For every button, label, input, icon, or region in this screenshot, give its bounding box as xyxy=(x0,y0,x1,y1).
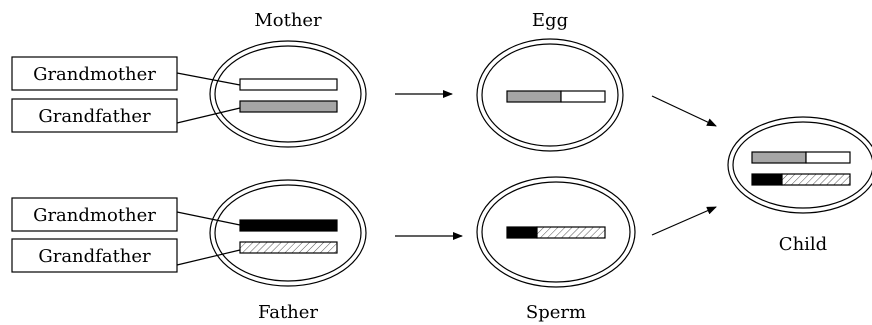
connector-line xyxy=(177,108,240,123)
father-grandfather-label: Grandfather xyxy=(38,246,151,267)
egg-cell xyxy=(477,39,623,151)
maternal-grandfather-chromosome xyxy=(240,101,337,112)
father-grandmother-box: Grandmother xyxy=(12,198,177,231)
father-cell xyxy=(210,180,366,286)
sperm-chromosome-hatched-segment xyxy=(537,227,605,238)
father-label: Father xyxy=(258,302,318,323)
sperm-label: Sperm xyxy=(526,302,586,323)
mother-grandfather-box: Grandfather xyxy=(12,99,177,132)
mother-grandmother-box: Grandmother xyxy=(12,57,177,90)
connector-line xyxy=(177,73,240,85)
paternal-grandmother-chromosome xyxy=(240,220,337,231)
child-chromosome2-hatched-segment xyxy=(782,174,850,185)
sperm-chromosome-black-segment xyxy=(507,227,537,238)
egg-chromosome-white-segment xyxy=(561,91,605,102)
child-chromosome1-grey-segment xyxy=(752,152,806,163)
connector-line xyxy=(177,212,240,225)
mother-cell xyxy=(210,41,366,147)
child-label: Child xyxy=(779,234,827,255)
mother-grandmother-label: Grandmother xyxy=(33,64,156,85)
father-grandmother-label: Grandmother xyxy=(33,205,156,226)
arrow-egg-to-child xyxy=(652,96,716,126)
egg-label: Egg xyxy=(532,10,568,31)
sperm-cell xyxy=(477,177,635,287)
mother-label: Mother xyxy=(254,10,322,31)
arrow-sperm-to-child xyxy=(652,207,716,235)
child-chromosome1-white-segment xyxy=(806,152,850,163)
child-chromosome2-black-segment xyxy=(752,174,782,185)
mother-grandfather-label: Grandfather xyxy=(38,106,151,127)
egg-chromosome-grey-segment xyxy=(507,91,561,102)
maternal-grandmother-chromosome xyxy=(240,79,337,90)
paternal-grandfather-chromosome xyxy=(240,242,337,253)
child-cell xyxy=(728,117,872,213)
father-grandfather-box: Grandfather xyxy=(12,239,177,272)
